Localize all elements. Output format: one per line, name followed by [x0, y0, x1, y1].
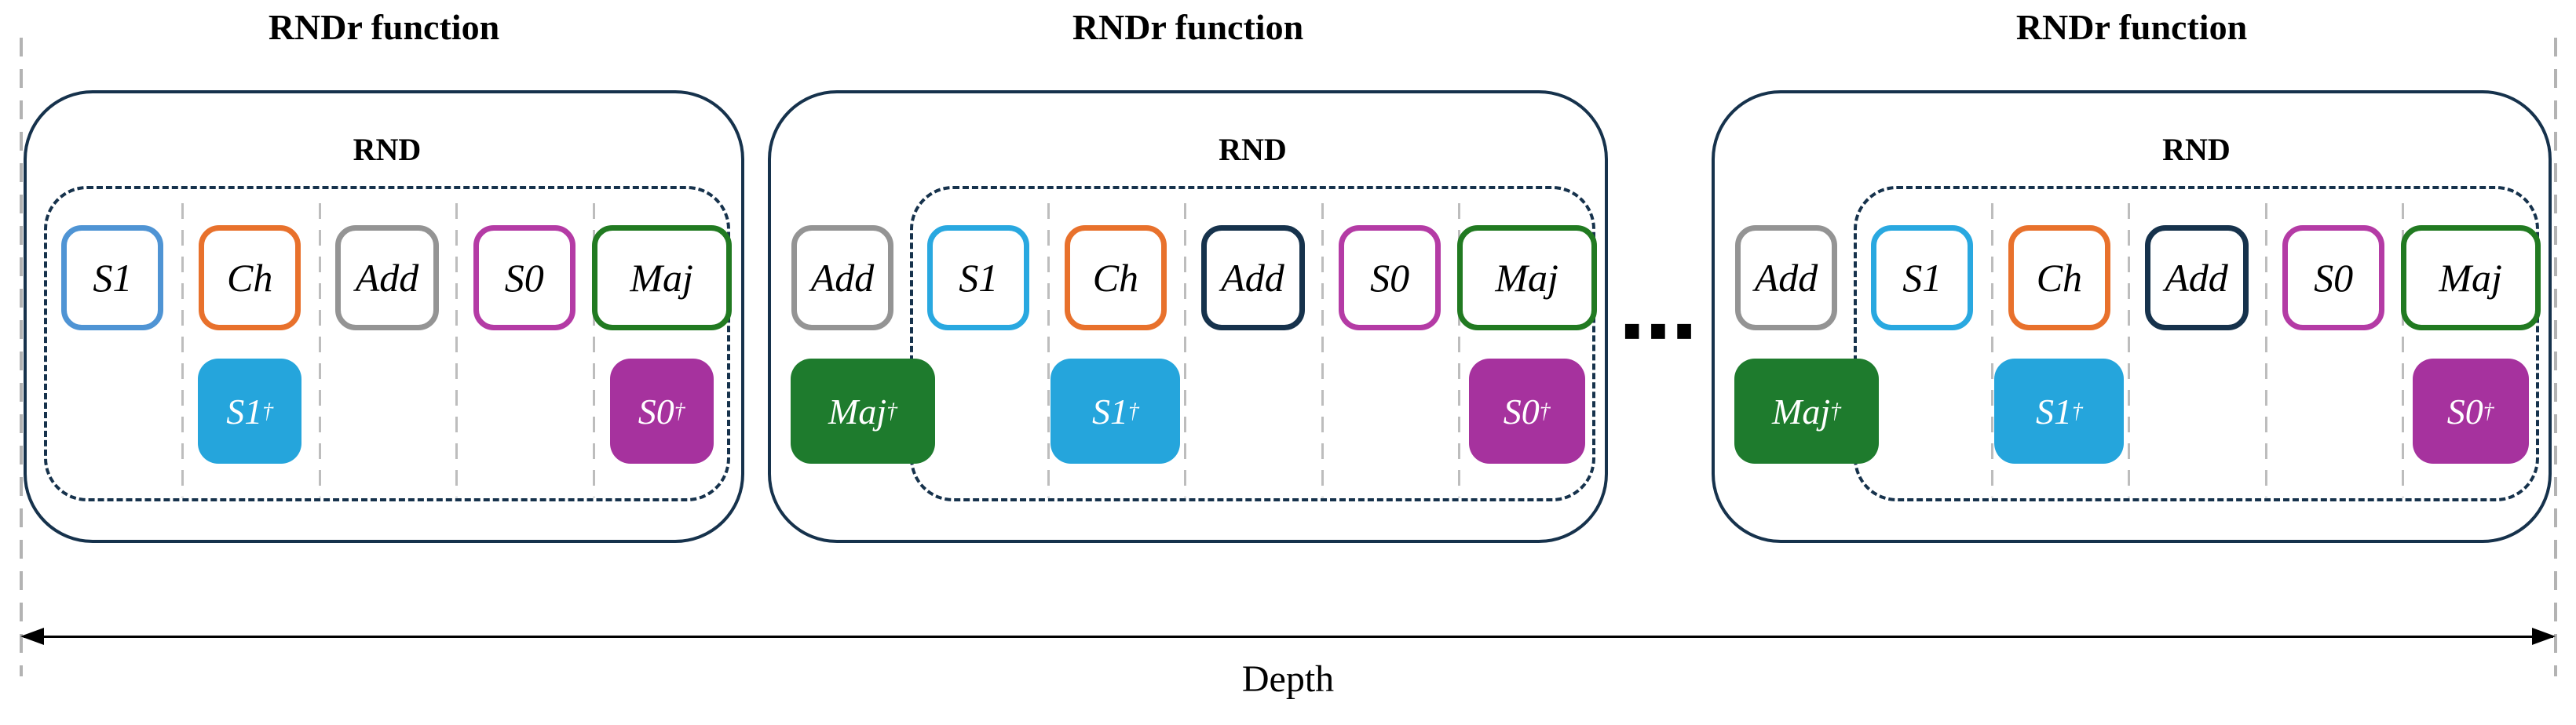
panel-title-3: RNDr function — [2015, 7, 2248, 47]
column-separator — [1321, 203, 1324, 497]
depth-arrowhead-right — [2532, 628, 2556, 645]
rnd-dashed-box — [44, 186, 730, 501]
column-separator — [2402, 203, 2405, 497]
depth-arrow — [24, 636, 2553, 638]
block-s0-dagger: S0† — [609, 359, 714, 464]
rnd-dashed-box — [910, 186, 1595, 501]
ellipsis-dots: ⋯ — [1619, 286, 1701, 377]
column-separator — [318, 203, 321, 497]
column-separator — [1458, 203, 1461, 497]
block-maj-dagger: Maj† — [1734, 359, 1879, 464]
block-maj-dagger: Maj† — [791, 359, 935, 464]
block-add: Add — [2144, 225, 2249, 330]
block-s1-dagger: S1† — [198, 359, 302, 464]
block-add: Add — [1735, 225, 1837, 330]
block-s1: S1 — [61, 225, 164, 330]
block-add: Add — [1200, 225, 1305, 330]
block-s1-dagger: S1† — [1050, 359, 1181, 464]
block-ch: Ch — [199, 225, 301, 330]
depth-guide-left — [20, 38, 23, 676]
block-s0-dagger: S0† — [1468, 359, 1585, 464]
column-separator — [593, 203, 596, 497]
rnd-label: RND — [353, 132, 422, 167]
depth-label: Depth — [1241, 658, 1335, 700]
column-separator — [455, 203, 459, 497]
column-separator — [1184, 203, 1187, 497]
block-add: Add — [335, 225, 439, 330]
block-s0: S0 — [473, 225, 575, 330]
column-separator — [1047, 203, 1050, 497]
block-s1: S1 — [927, 225, 1030, 330]
depth-guide-right — [2554, 38, 2557, 676]
block-s0: S0 — [1339, 225, 1441, 330]
rnd-label: RND — [2162, 132, 2231, 167]
column-separator — [2264, 203, 2267, 497]
block-s0: S0 — [2282, 225, 2385, 330]
column-separator — [1990, 203, 1993, 497]
panel-title-2: RNDr function — [1072, 7, 1304, 47]
rnd-dashed-box — [1854, 186, 2539, 501]
column-separator — [181, 203, 184, 497]
rnd-label: RND — [1219, 132, 1287, 167]
block-maj: Maj — [1456, 225, 1597, 330]
block-ch: Ch — [1064, 225, 1167, 330]
block-add: Add — [791, 225, 893, 330]
block-s0-dagger: S0† — [2412, 359, 2529, 464]
column-separator — [2128, 203, 2131, 497]
panel-title-1: RNDr function — [268, 7, 500, 47]
block-maj: Maj — [591, 225, 732, 330]
block-maj: Maj — [2400, 225, 2541, 330]
depth-arrowhead-left — [20, 628, 44, 645]
block-s1: S1 — [1871, 225, 1974, 330]
block-s1-dagger: S1† — [1994, 359, 2125, 464]
block-ch: Ch — [2008, 225, 2110, 330]
